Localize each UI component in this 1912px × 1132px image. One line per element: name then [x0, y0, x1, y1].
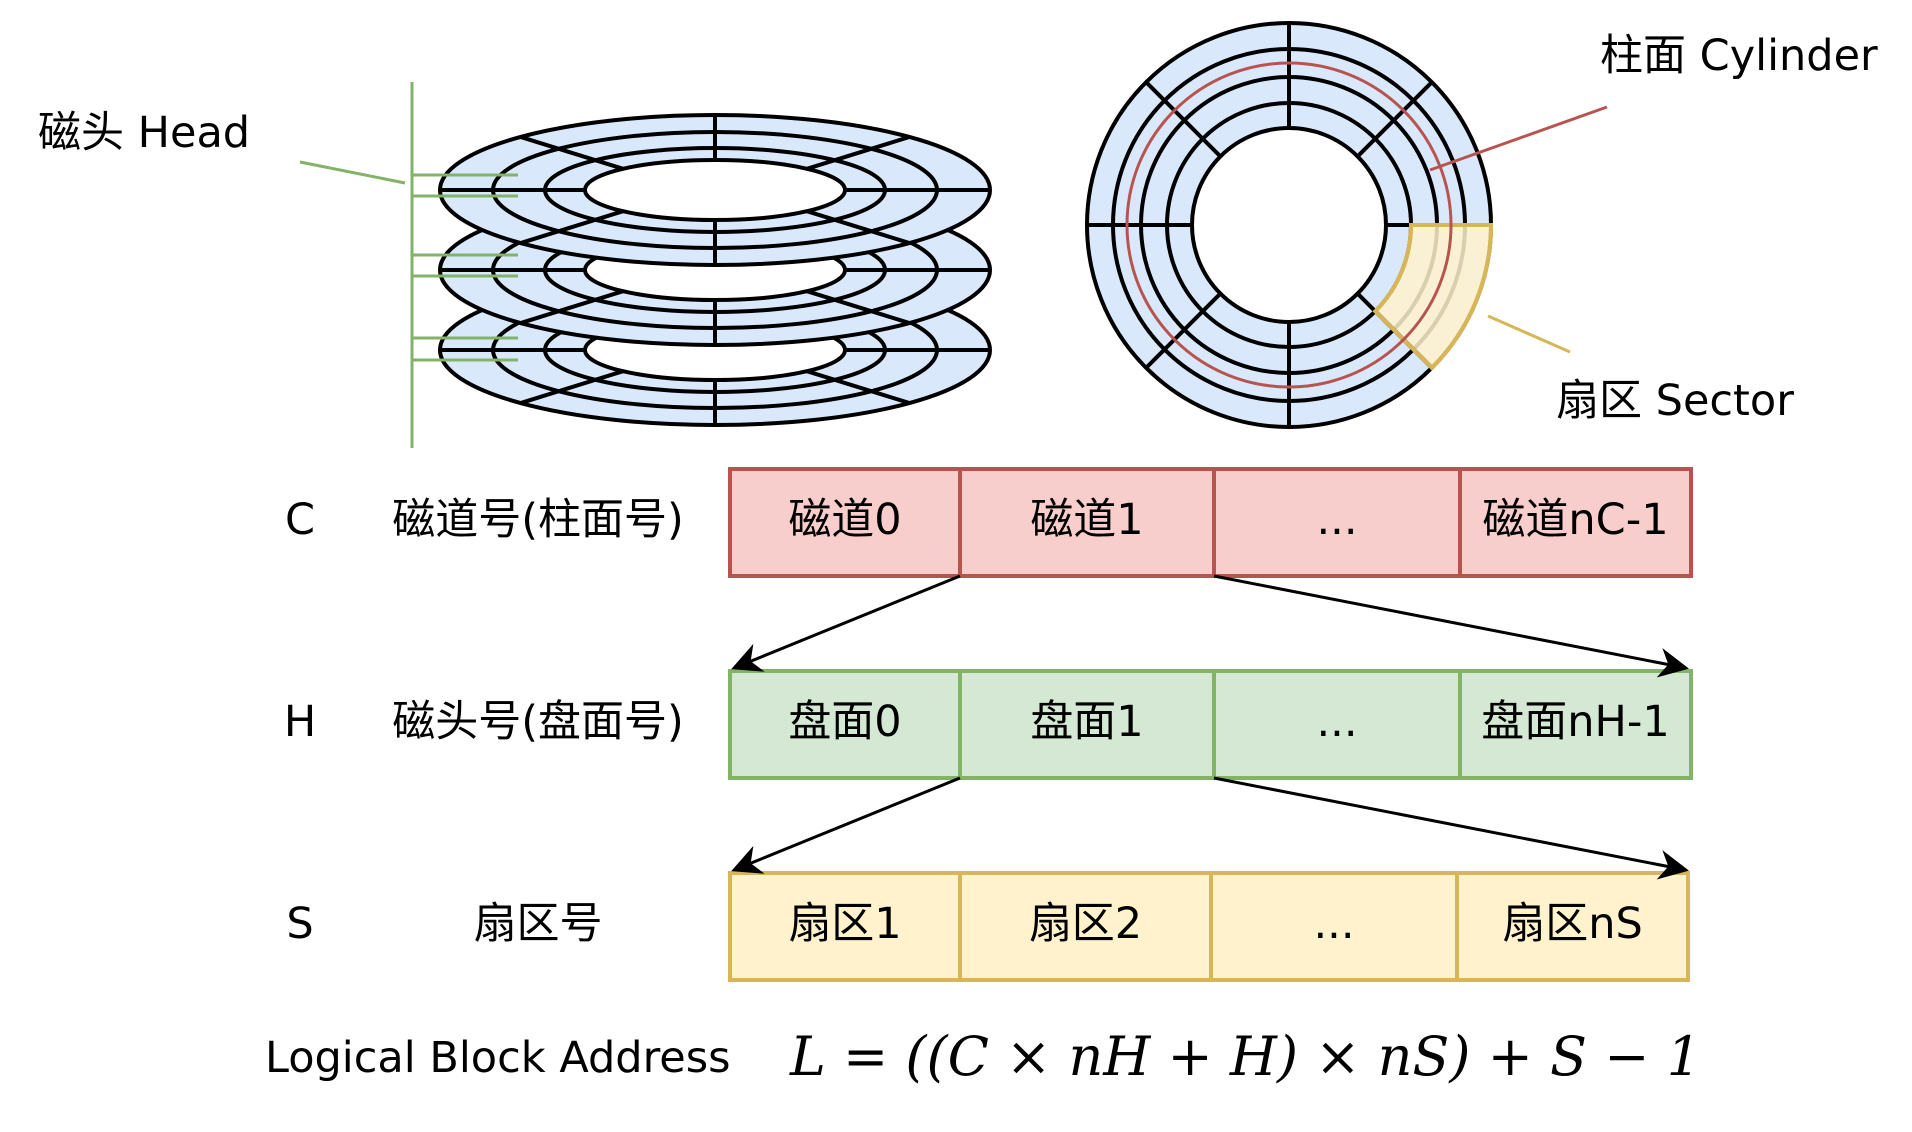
head-arm — [299, 82, 518, 448]
row-cell-label: 扇区2 — [1029, 899, 1142, 949]
row-cell: ... — [1212, 467, 1462, 578]
row-cell: 盘面nH-1 — [1458, 669, 1693, 780]
row-name: 扇区号 — [474, 899, 603, 949]
row-s: S 扇区号 扇区1 扇区2... 扇区nS — [286, 871, 1690, 982]
lba-formula: L = ((C × nH + H) × nS) + S − 1 — [789, 1025, 1701, 1088]
sector-outline — [1372, 223, 1494, 371]
row-c: C 磁道号(柱面号) 磁道0 磁道1... 磁道nC-1 — [285, 467, 1693, 578]
arrow-left-1 — [731, 776, 961, 874]
arrow-right-1 — [1213, 776, 1689, 880]
row-cell: 磁道nC-1 — [1458, 467, 1693, 578]
row-cell-box — [1455, 871, 1690, 982]
row-cell-label: 盘面0 — [788, 697, 901, 747]
platter-sector-line — [806, 135, 911, 171]
row-cell-box — [958, 467, 1216, 578]
arrow-right-0 — [1213, 574, 1689, 678]
sector-label: 扇区 Sector — [1556, 376, 1794, 426]
platter-stack — [438, 113, 992, 427]
head-label: 磁头 Head — [38, 108, 250, 158]
row-h: H 磁头号(盘面号) 盘面0 盘面1... 盘面nH-1 — [284, 669, 1693, 780]
row-cell-box — [1212, 669, 1462, 780]
row-cell: 盘面0 — [728, 669, 962, 780]
row-cell-label: ... — [1316, 495, 1357, 545]
row-cell: ... — [1209, 871, 1459, 982]
row-cell-label: 盘面nH-1 — [1481, 697, 1669, 747]
disk-sector-line — [1144, 80, 1222, 158]
platter — [438, 113, 992, 267]
expansion-arrows — [731, 574, 1689, 880]
platter-sector-line — [519, 289, 624, 325]
row-cell-label: 扇区1 — [788, 899, 901, 949]
platter-sector-line — [806, 289, 911, 325]
cylinder-ring — [1125, 61, 1453, 389]
head-pointer-line — [299, 160, 406, 185]
row-cell-label: 磁道1 — [1030, 495, 1143, 545]
row-letter: C — [285, 495, 315, 545]
row-cell: 扇区nS — [1455, 871, 1690, 982]
row-cell: 磁道1 — [958, 467, 1216, 578]
row-cell: 扇区2 — [958, 871, 1213, 982]
platter-sector-line — [519, 209, 624, 245]
row-letter: S — [286, 899, 313, 949]
sector-leader — [1487, 314, 1571, 354]
row-cell-box — [1209, 871, 1459, 982]
row-cell-label: ... — [1316, 697, 1357, 747]
cylinder-label: 柱面 Cylinder — [1600, 31, 1878, 81]
row-cell: 磁道0 — [728, 467, 962, 578]
row-cell-label: 磁道nC-1 — [1482, 495, 1668, 545]
row-cell-label: 磁道0 — [788, 495, 901, 545]
address-rows: C 磁道号(柱面号) 磁道0 磁道1... 磁道nC-1H 磁头号(盘面号) 盘面0 盘面1.… — [284, 467, 1693, 982]
row-cell: ... — [1212, 669, 1462, 780]
top-view-disk — [1085, 21, 1608, 429]
platter-sector-line — [519, 135, 624, 171]
row-cell-box — [728, 467, 962, 578]
platter-sector-line — [806, 209, 911, 245]
row-letter: H — [284, 697, 316, 747]
lba-label: Logical Block Address — [265, 1033, 731, 1083]
platter-sector-line — [806, 369, 911, 405]
row-cell: 盘面1 — [958, 669, 1216, 780]
row-cell-box — [958, 871, 1213, 982]
row-name: 磁头号(盘面号) — [392, 697, 684, 747]
platter-sector-line — [519, 369, 624, 405]
row-name: 磁道号(柱面号) — [392, 495, 684, 545]
platter-track — [583, 158, 847, 222]
row-cell-box — [1458, 669, 1693, 780]
disk-sector-line — [1144, 292, 1222, 370]
arrow-left-0 — [731, 574, 961, 672]
disk-track — [1190, 126, 1388, 324]
row-cell-box — [1458, 467, 1693, 578]
row-cell-label: 盘面1 — [1030, 697, 1143, 747]
row-cell-label: 扇区nS — [1502, 899, 1643, 949]
row-cell: 扇区1 — [728, 871, 962, 982]
cylinder-leader — [1429, 105, 1608, 172]
row-cell-label: ... — [1313, 899, 1354, 949]
disk-sector-line — [1356, 80, 1434, 158]
